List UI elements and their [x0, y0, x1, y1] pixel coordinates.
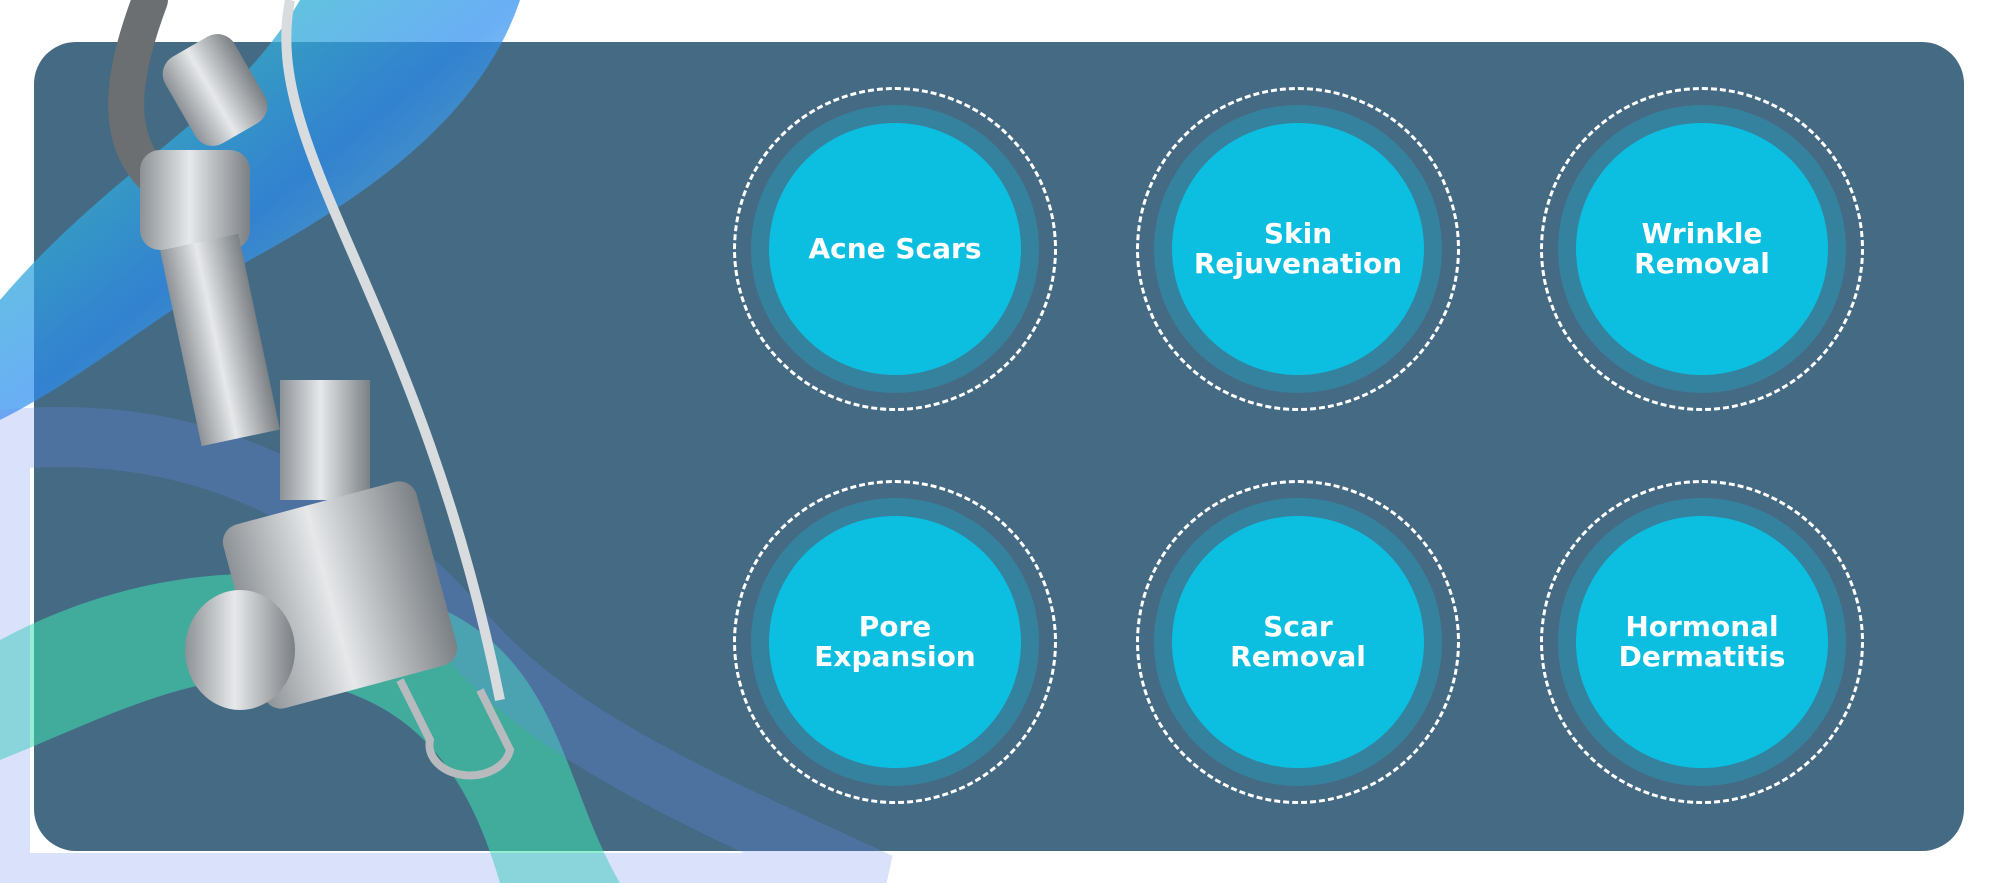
- laser-arm: [108, 0, 515, 780]
- treatment-badge-pore-expansion: Pore Expansion: [733, 480, 1057, 804]
- treatment-badge-scar-removal: Scar Removal: [1136, 480, 1460, 804]
- dashed-outline: [1136, 480, 1460, 804]
- laser-device-illustration: [0, 0, 893, 883]
- treatment-label: Scar Removal: [1230, 610, 1366, 673]
- dashed-outline: [1540, 87, 1864, 411]
- treatment-badge-hormonal-dermatitis: Hormonal Dermatitis: [1540, 480, 1864, 804]
- wave-decoration: [0, 0, 893, 883]
- treatment-badge-acne-scars: Acne Scars: [733, 87, 1057, 411]
- treatment-label: Skin Rejuvenation: [1193, 217, 1403, 280]
- treatment-badge-wrinkle-removal: Wrinkle Removal: [1540, 87, 1864, 411]
- treatment-label: Wrinkle Removal: [1634, 217, 1770, 280]
- dashed-outline: [733, 87, 1057, 411]
- treatment-label: Pore Expansion: [814, 610, 976, 673]
- dashed-outline: [1540, 480, 1864, 804]
- treatment-label: Acne Scars: [808, 232, 982, 265]
- dashed-outline: [1136, 87, 1460, 411]
- treatment-label: Hormonal Dermatitis: [1618, 610, 1786, 673]
- treatment-badge-skin-rejuvenation: Skin Rejuvenation: [1136, 87, 1460, 411]
- dashed-outline: [733, 480, 1057, 804]
